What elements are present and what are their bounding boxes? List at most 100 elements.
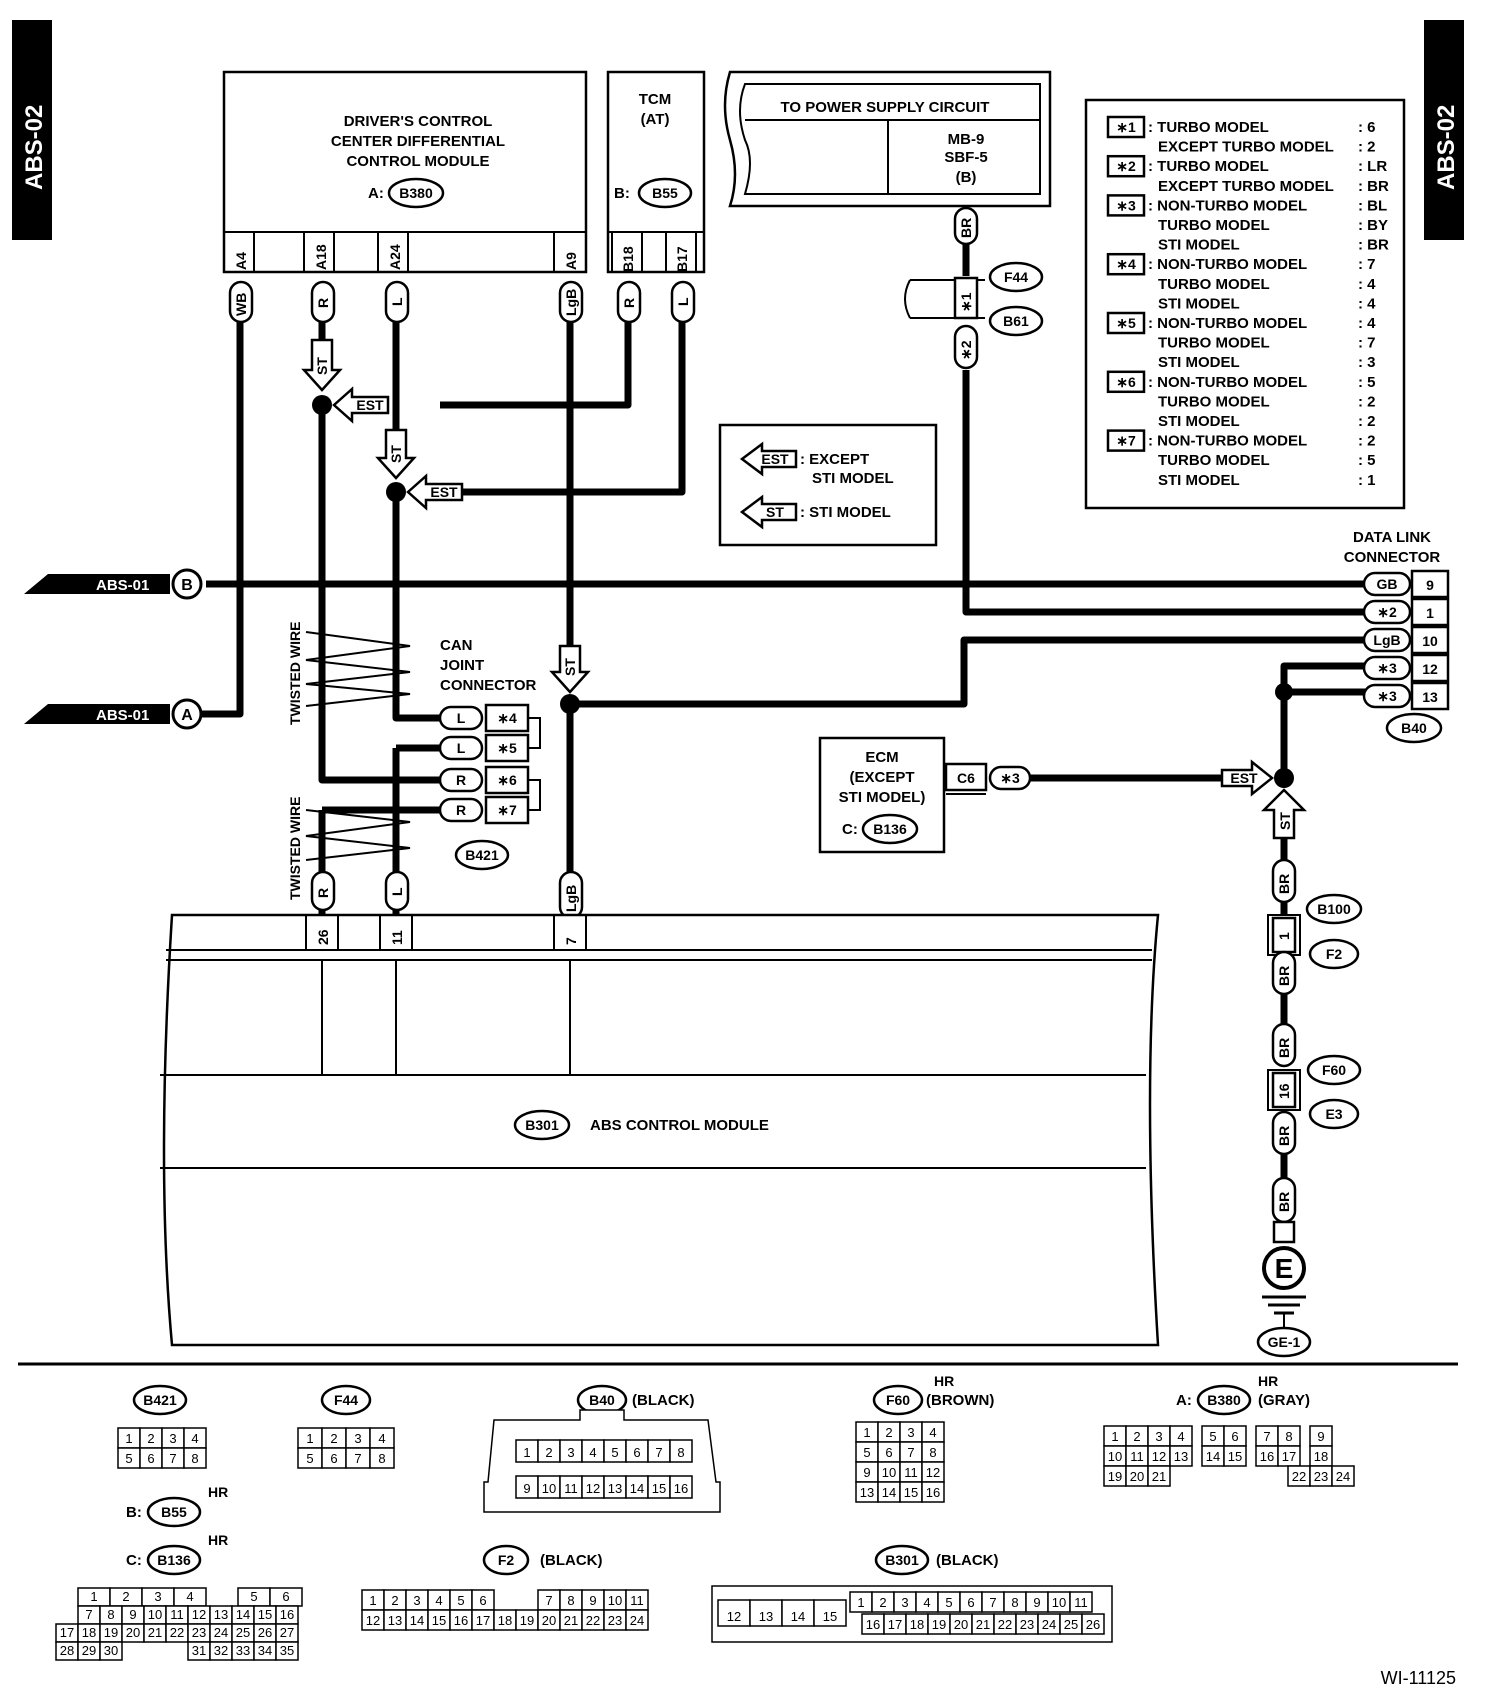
note-condition: : NON-TURBO MODEL (1148, 374, 1307, 391)
pin-number: 6 (967, 1595, 974, 1610)
pin-number: 3 (413, 1593, 420, 1608)
svg-text:11: 11 (389, 930, 405, 945)
pin-number: 6 (1231, 1429, 1238, 1444)
svg-text:CENTER DIFFERENTIAL: CENTER DIFFERENTIAL (331, 133, 505, 150)
pin-number: 20 (954, 1617, 968, 1632)
ground-chain: BR 1 B100 F2 BR BR 16 F60 E3 BR BR E (1256, 858, 1363, 1358)
svg-text:STI MODEL): STI MODEL) (839, 789, 926, 806)
pin-number: 8 (191, 1451, 198, 1466)
page-tab-left: ABS-02 (12, 20, 52, 240)
pin-number: 28 (60, 1643, 74, 1658)
svg-text:B17: B17 (674, 246, 690, 272)
pin-number: 5 (457, 1593, 464, 1608)
pin-number: 6 (633, 1445, 640, 1460)
svg-text:B: B (181, 577, 193, 594)
pin-number: 13 (1174, 1449, 1188, 1464)
svg-text:(B): (B) (956, 169, 977, 186)
pin-number: 14 (410, 1613, 424, 1628)
can-key: ∗5 (497, 740, 517, 756)
svg-text:HR: HR (208, 1484, 228, 1500)
pin-number: 17 (888, 1617, 902, 1632)
note-key: ∗6 (1116, 374, 1136, 390)
svg-text:ABS-02: ABS-02 (21, 105, 48, 190)
svg-text:ABS-01: ABS-01 (96, 577, 149, 594)
note-value: : 2 (1358, 139, 1376, 156)
dccd-connector-label: B380 (399, 185, 433, 201)
pin-number: 9 (129, 1607, 136, 1622)
svg-text:B:: B: (126, 1504, 142, 1521)
svg-text:1: 1 (1276, 932, 1292, 940)
can-row: L∗5 (438, 733, 530, 763)
dccd-wire-pills: WB R L LgB R L (228, 280, 696, 324)
pin-number: 3 (1155, 1429, 1162, 1444)
pin-number: 1 (90, 1589, 97, 1604)
svg-text:L: L (389, 297, 405, 306)
svg-text:A:: A: (1176, 1392, 1192, 1409)
pin-number: 19 (104, 1625, 118, 1640)
pin-number: 1 (857, 1595, 864, 1610)
svg-text:B421: B421 (465, 847, 499, 863)
note-value: : BY (1358, 217, 1388, 234)
note-condition: TURBO MODEL (1158, 276, 1270, 293)
pin-number: 11 (904, 1465, 918, 1480)
pin-number: 1 (863, 1425, 870, 1440)
pin-number: 23 (1020, 1617, 1034, 1632)
pin-number: 19 (932, 1617, 946, 1632)
note-value: : 3 (1358, 354, 1376, 371)
pin-number: 5 (945, 1595, 952, 1610)
note-condition: : NON-TURBO MODEL (1148, 256, 1307, 273)
svg-text:R: R (315, 298, 331, 308)
pin-number: 17 (476, 1613, 490, 1628)
pin-number: 16 (674, 1481, 688, 1496)
svg-text:F44: F44 (334, 1392, 358, 1408)
svg-text:HR: HR (1258, 1373, 1278, 1389)
pin-number: 6 (147, 1451, 154, 1466)
pin-number: 10 (148, 1607, 162, 1622)
note-key: ∗5 (1116, 315, 1136, 331)
svg-text:A9: A9 (563, 252, 579, 270)
pin-number: 13 (214, 1607, 228, 1622)
pin-number: 12 (926, 1465, 940, 1480)
svg-text:(BROWN): (BROWN) (926, 1392, 994, 1409)
abs-control-module: 26 11 7 B301 ABS CONTROL MODULE (160, 913, 1160, 1347)
dlc-wire: ∗2 (1377, 604, 1397, 620)
pin-number: 10 (542, 1481, 556, 1496)
svg-text:ST: ST (562, 658, 578, 676)
pin-number: 23 (1314, 1469, 1328, 1484)
svg-text:BR: BR (1276, 966, 1292, 986)
pin-number: 13 (860, 1485, 874, 1500)
pin-number: 12 (727, 1609, 741, 1624)
note-condition: : TURBO MODEL (1148, 119, 1269, 136)
svg-text:F60: F60 (886, 1392, 910, 1408)
note-value: : 4 (1358, 315, 1376, 332)
svg-text:EST: EST (761, 451, 789, 467)
pin-number: 21 (564, 1613, 578, 1628)
pin-number: 3 (169, 1431, 176, 1446)
svg-text:(EXCEPT: (EXCEPT (849, 769, 914, 786)
pin-number: 24 (1042, 1617, 1056, 1632)
pin-number: 11 (630, 1593, 644, 1608)
pin-number: 20 (1130, 1469, 1144, 1484)
svg-text:B136: B136 (873, 821, 907, 837)
note-condition: : NON-TURBO MODEL (1148, 315, 1307, 332)
abs01-a-reference: ABS-01 A (24, 698, 203, 730)
svg-text:(BLACK): (BLACK) (936, 1552, 998, 1569)
pin-number: 1 (125, 1431, 132, 1446)
pin-number: 1 (306, 1431, 313, 1446)
pin-number: 4 (1177, 1429, 1184, 1444)
svg-text:B301: B301 (525, 1117, 559, 1133)
note-value: : 1 (1358, 472, 1376, 489)
pin-number: 7 (545, 1593, 552, 1608)
svg-text:E: E (1275, 1253, 1294, 1284)
